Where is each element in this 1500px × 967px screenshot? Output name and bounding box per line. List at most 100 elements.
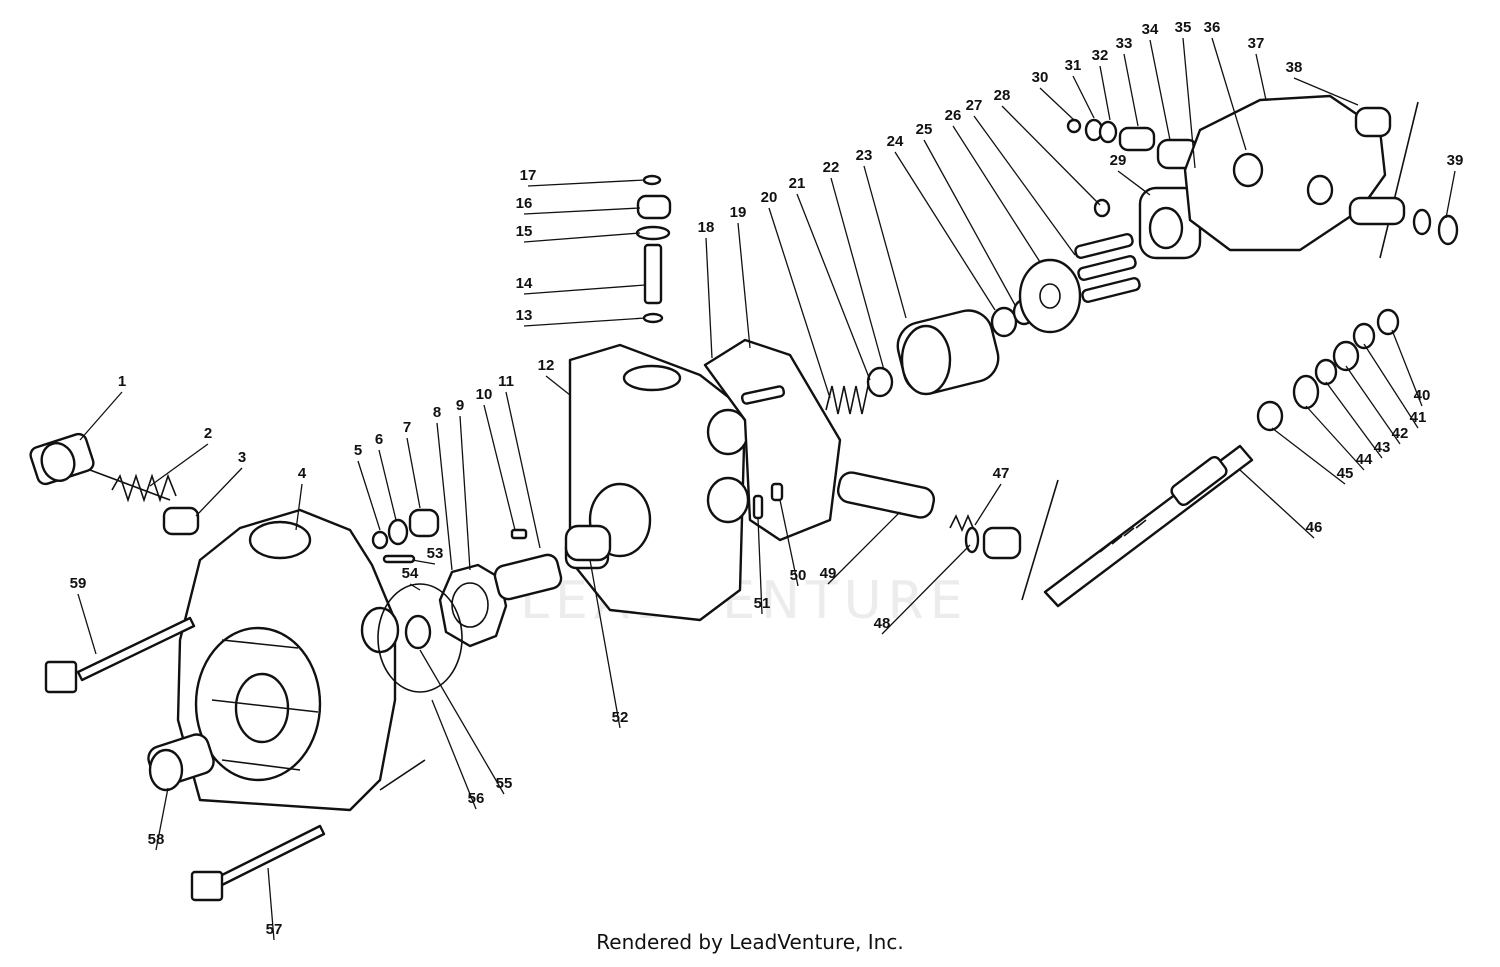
callout-25: 25 <box>916 121 933 138</box>
leader-line-14 <box>523 284 646 295</box>
leader-line-9 <box>459 415 471 571</box>
leader-line-43 <box>1325 381 1383 459</box>
callout-52: 52 <box>612 709 629 726</box>
part-13-o-ring <box>642 312 664 324</box>
callout-51: 51 <box>754 595 771 612</box>
callout-44: 44 <box>1356 451 1373 468</box>
callout-24: 24 <box>887 133 904 150</box>
part-40-snap-ring <box>1376 308 1400 336</box>
callout-39: 39 <box>1447 152 1464 169</box>
part-20-pin <box>740 385 786 405</box>
part-50-key <box>770 482 784 502</box>
callout-28: 28 <box>994 87 1011 104</box>
leader-line-47 <box>974 483 1002 526</box>
part-19-gasket <box>703 338 842 542</box>
callout-15: 15 <box>516 223 533 240</box>
leader-line-10 <box>483 404 516 531</box>
part-37-rear-housing <box>1183 94 1387 252</box>
part-12-center-section <box>564 343 750 622</box>
part-16-cap <box>636 194 672 220</box>
part-54-o-ring <box>377 583 463 693</box>
leader-line-20 <box>768 207 831 399</box>
part-3-plug <box>162 506 200 536</box>
leader-line-54 <box>409 583 421 591</box>
callout-40: 40 <box>1414 387 1431 404</box>
callout-43: 43 <box>1374 439 1391 456</box>
leader-line-12 <box>545 375 571 396</box>
callout-55: 55 <box>496 775 513 792</box>
leader-line-48 <box>881 544 971 635</box>
leader-line-58 <box>155 787 169 851</box>
leader-line-56 <box>431 699 477 810</box>
part-23-cylinder-block <box>896 309 1000 396</box>
callout-56: 56 <box>468 790 485 807</box>
part-47-plug-spring <box>949 513 1022 560</box>
callout-10: 10 <box>476 386 493 403</box>
part-17-clip <box>642 174 662 186</box>
leader-line-15 <box>523 232 641 243</box>
part-26-swash-plate <box>1018 258 1082 334</box>
part-58-bushing <box>147 733 215 792</box>
leader-line-46 <box>1239 469 1315 539</box>
part-46-input-shaft <box>1043 444 1254 608</box>
leader-line-22 <box>830 177 885 371</box>
leader-line-38 <box>1293 77 1359 106</box>
callout-45: 45 <box>1337 465 1354 482</box>
callout-29: 29 <box>1110 152 1127 169</box>
callout-9: 9 <box>456 397 464 414</box>
leader-line-59 <box>77 593 97 655</box>
part-44-bearing <box>1292 374 1320 410</box>
leader-line-57 <box>267 867 275 941</box>
leader-line-32 <box>1099 65 1111 121</box>
callout-27: 27 <box>966 97 983 114</box>
leader-line-17 <box>527 179 646 187</box>
callout-33: 33 <box>1116 35 1133 52</box>
part-53-pin <box>382 554 416 564</box>
callout-20: 20 <box>761 189 778 206</box>
leader-line-44 <box>1305 405 1365 471</box>
callout-14: 14 <box>516 275 533 292</box>
leader-lines <box>77 37 1456 941</box>
leader-line-11 <box>505 391 541 549</box>
callout-54: 54 <box>402 565 419 582</box>
part-48-o-ring <box>964 526 980 554</box>
centerlines <box>89 101 1419 791</box>
leader-line-36 <box>1211 37 1247 151</box>
callout-22: 22 <box>823 159 840 176</box>
leader-line-33 <box>1123 53 1139 127</box>
leader-line-7 <box>406 437 421 509</box>
callout-38: 38 <box>1286 59 1303 76</box>
part-6-o-ring <box>387 518 409 546</box>
part-41-washer <box>1352 322 1376 350</box>
part-51-pin <box>752 494 764 520</box>
part-9-inner-rotor <box>493 553 563 601</box>
part-5-washer <box>371 530 389 550</box>
callout-30: 30 <box>1032 69 1049 86</box>
callout-19: 19 <box>730 204 747 221</box>
part-55-seal <box>404 614 432 650</box>
part-2-spring <box>111 473 177 503</box>
leader-line-26 <box>952 125 1041 263</box>
leader-line-16 <box>523 207 641 215</box>
part-43-washer <box>1314 358 1338 386</box>
part-30-snap-ring <box>1066 118 1082 134</box>
part-39-seal <box>1412 208 1459 246</box>
callout-6: 6 <box>375 431 383 448</box>
leader-line-41 <box>1363 343 1419 429</box>
leader-line-27 <box>973 115 1076 256</box>
callout-42: 42 <box>1392 425 1409 442</box>
callout-16: 16 <box>516 195 533 212</box>
callout-57: 57 <box>266 921 283 938</box>
part-8-gerotor-ring <box>438 563 508 648</box>
callout-37: 37 <box>1248 35 1265 52</box>
footer-caption: Rendered by LeadVenture, Inc. <box>596 930 904 954</box>
callout-50: 50 <box>790 567 807 584</box>
part-32-seal <box>1098 120 1118 144</box>
part-38-bushings <box>1348 106 1406 226</box>
leader-line-6 <box>378 449 397 521</box>
part-21-spring <box>825 385 869 415</box>
leader-line-18 <box>705 237 713 359</box>
part-33-bushing <box>1118 126 1156 152</box>
